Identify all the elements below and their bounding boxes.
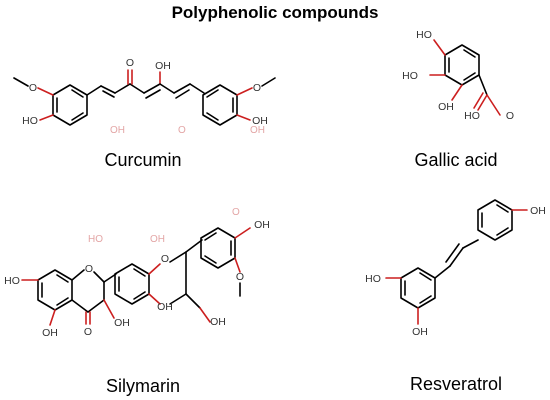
resveratrol-ring-1 (400, 267, 436, 309)
atom-label: OH (438, 101, 454, 113)
atom-label: OH (412, 326, 428, 338)
faint-label: O (178, 125, 186, 136)
silymarin-a-ring (37, 269, 73, 311)
atom-label: HO (416, 29, 432, 41)
atom-label: HO (4, 275, 20, 287)
atom-label: HO (365, 273, 381, 285)
faint-label: O (232, 207, 240, 218)
faint-label: OH (110, 125, 125, 136)
curcumin-right-ring (202, 84, 238, 126)
atom-label: OH (114, 317, 130, 329)
figure-title: Polyphenolic compounds (172, 3, 379, 22)
atom-label: O (85, 263, 93, 275)
atom-label: O (253, 82, 261, 94)
compound-name-silymarin: Silymarin (106, 376, 180, 396)
gallic-acid-structure: HO HO OH HO O (402, 29, 514, 122)
silymarin-structure: HO OH O OH O O OH OH O OH (4, 219, 270, 339)
atom-label: O (161, 253, 169, 265)
silymarin-b-ring (114, 263, 150, 305)
atom-label: OH (210, 316, 226, 328)
atom-label: O (126, 57, 134, 69)
atom-label: O (506, 110, 514, 122)
atom-label: HO (402, 70, 418, 82)
atom-label: HO (22, 115, 38, 127)
atom-label: OH (254, 219, 270, 231)
faint-artifacts: OH O OH HO OH O (88, 125, 265, 245)
atom-label: O (29, 82, 37, 94)
faint-label: HO (88, 234, 103, 245)
compound-name-resveratrol: Resveratrol (410, 374, 502, 394)
atom-label: OH (157, 301, 173, 313)
curcumin-left-ring (52, 84, 88, 126)
resveratrol-structure: HO OH OH (365, 199, 546, 338)
silymarin-e-ring (200, 227, 236, 269)
compound-name-curcumin: Curcumin (104, 150, 181, 170)
atom-label: O (236, 271, 244, 283)
atom-label: OH (252, 115, 268, 127)
faint-label: OH (150, 234, 165, 245)
resveratrol-ring-2 (477, 199, 513, 241)
atom-label: OH (42, 327, 58, 339)
atom-label: OH (530, 205, 546, 217)
faint-label: OH (250, 125, 265, 136)
atom-label: O (84, 326, 92, 338)
gallic-acid-ring (444, 44, 480, 86)
curcumin-structure: O HO O OH O OH (13, 57, 276, 127)
compound-name-gallic-acid: Gallic acid (414, 150, 497, 170)
atom-label: OH (155, 60, 171, 72)
atom-label: HO (464, 110, 480, 122)
